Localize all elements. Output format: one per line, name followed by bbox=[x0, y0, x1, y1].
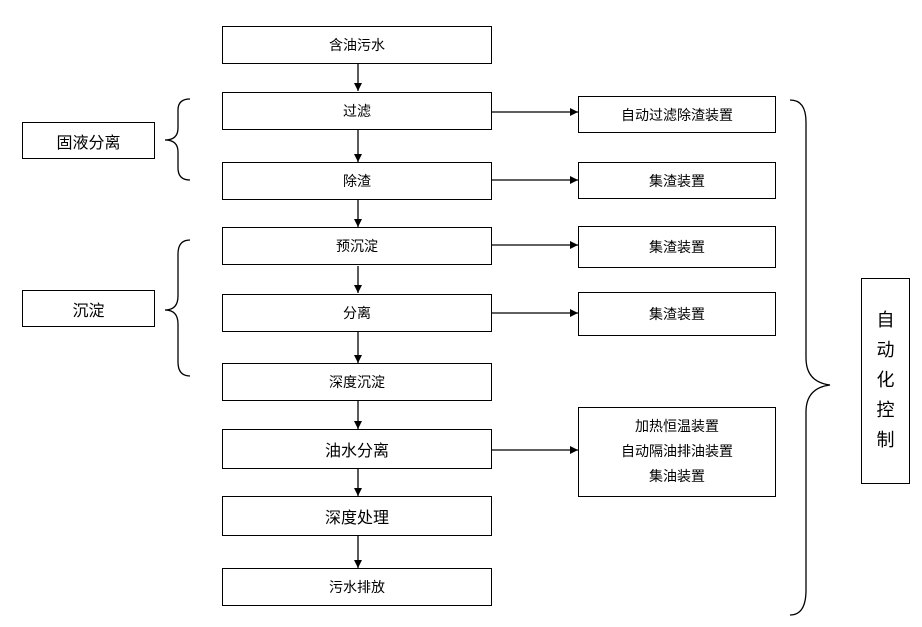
step-separation: 分离 bbox=[222, 294, 492, 332]
device-oil-collector: 集油装置 bbox=[649, 468, 705, 485]
group-sedimentation: 沉淀 bbox=[22, 290, 155, 327]
step-oil-water-separation: 油水分离 bbox=[222, 429, 492, 469]
sedimentation-brace bbox=[164, 239, 191, 377]
step-wastewater-discharge: 污水排放 bbox=[222, 568, 492, 606]
automation-char: 化 bbox=[876, 370, 895, 391]
step-pre-sedimentation: 预沉淀 bbox=[222, 227, 492, 265]
device-residue-collector-2: 集渣装置 bbox=[578, 226, 776, 268]
automation-char: 控 bbox=[876, 400, 895, 421]
device-heating-constant-temp: 加热恒温装置 bbox=[635, 418, 719, 435]
step-residue-removal: 除渣 bbox=[222, 162, 492, 200]
step-deep-treatment: 深度处理 bbox=[222, 496, 492, 536]
step-filtration: 过滤 bbox=[222, 92, 492, 130]
solid-liquid-brace bbox=[164, 98, 191, 181]
automation-char: 动 bbox=[876, 340, 895, 361]
device-residue-collector-3: 集渣装置 bbox=[578, 292, 776, 336]
group-solid-liquid-separation: 固液分离 bbox=[22, 122, 155, 159]
step-deep-sedimentation: 深度沉淀 bbox=[222, 363, 492, 401]
device-auto-filter-residue: 自动过滤除渣装置 bbox=[578, 96, 776, 133]
device-residue-collector-1: 集渣装置 bbox=[578, 162, 776, 199]
automation-control-box: 自 动 化 控 制 bbox=[861, 278, 910, 484]
step-oily-wastewater: 含油污水 bbox=[222, 26, 492, 64]
device-auto-oil-separation-drain: 自动隔油排油装置 bbox=[621, 443, 733, 460]
automation-brace bbox=[789, 99, 831, 616]
automation-char: 自 bbox=[876, 310, 895, 331]
automation-char: 制 bbox=[876, 430, 895, 451]
device-oil-handling-group: 加热恒温装置 自动隔油排油装置 集油装置 bbox=[578, 407, 776, 497]
